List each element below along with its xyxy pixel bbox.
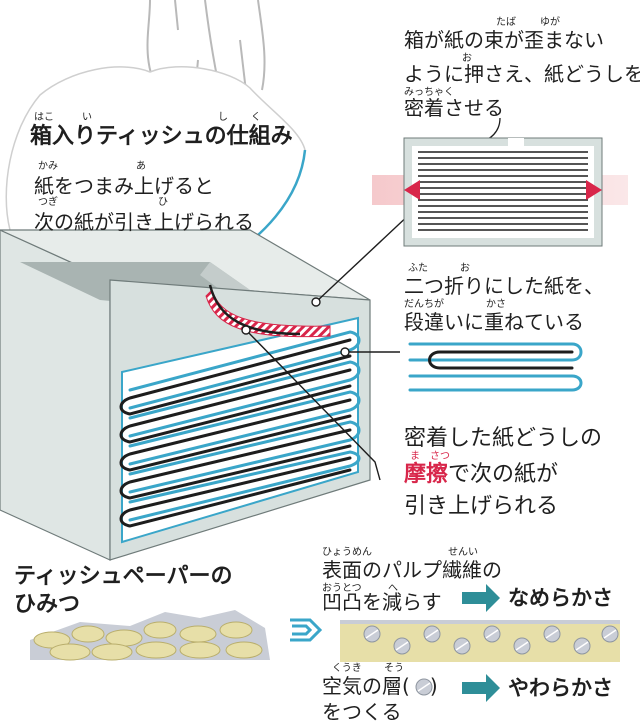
bottom-line-3-text: 空気の層( (322, 674, 410, 698)
callout-low-line-2-rest: で次の紙が (448, 462, 559, 487)
callout-mid-line-2: 段違いに重ねている (404, 310, 584, 334)
line-ruby: あ (136, 161, 146, 172)
line-ruby: そう (384, 663, 404, 674)
callout-top-line-2: ように押さえ、紙どうしを (404, 62, 640, 86)
smooth-fiber-illustration (340, 620, 620, 662)
bottom-line-3: 空気の層() (322, 676, 438, 696)
line-ruby: かみ (38, 161, 58, 172)
result-arrow-icon (462, 674, 500, 702)
callout-low-line-3: 引き上げられる (404, 494, 559, 519)
callout-ruby: だんちが (404, 299, 444, 310)
result-softness: やわらかさ (508, 676, 613, 700)
callout-ruby: さつ (430, 451, 450, 462)
main-line-2: 次の紙が引き上げられる (34, 210, 254, 234)
rough-fiber-illustration (30, 610, 270, 661)
line-ruby: つぎ (38, 197, 58, 208)
callout-low-line-1: 密着した紙どうしの (404, 426, 603, 451)
bottom-line-1: 表面のパルプ繊維の (322, 558, 502, 582)
air-bubble-icon (415, 678, 433, 696)
page-title: 箱入りティッシュの仕組み (30, 124, 293, 149)
callout-ruby: お (462, 53, 472, 64)
folded-sheets-inset (408, 342, 583, 392)
callout-ruby: ゆが (540, 17, 560, 28)
line-ruby: へ (388, 583, 398, 594)
line-ruby: おうとつ (322, 583, 362, 594)
callout-top-line-3: 密着させる (404, 96, 504, 120)
folded-sheets-stack (119, 330, 361, 528)
title-ruby: く (251, 112, 261, 123)
callout-ruby: かさ (486, 299, 506, 310)
line-ruby: ひょうめん (322, 547, 372, 558)
callout-low-line-2: 摩擦で次の紙が (404, 464, 558, 486)
friction-area (205, 289, 331, 338)
pressed-stack-inset (372, 117, 628, 247)
friction-word: 摩擦 (404, 462, 449, 487)
bottom-line-2: 凹凸を減らす (322, 590, 442, 614)
line-ruby: くうき (332, 663, 362, 674)
result-smoothness: なめらかさ (508, 586, 613, 610)
title-ruby: はこ (34, 112, 54, 123)
main-line-1: 紙をつまみ上げると (34, 174, 214, 198)
line-ruby: せんい (448, 547, 478, 558)
callout-top-line-1: 箱が紙の束が歪まない (404, 28, 604, 52)
title-ruby: し (218, 112, 228, 123)
transform-arrow-icon (290, 618, 323, 642)
callout-ruby: お (460, 263, 470, 274)
callout-ruby: たば (496, 17, 516, 28)
title-ruby: い (82, 112, 92, 123)
callout-mid-line-1: 二つ折りにした紙を、 (404, 274, 604, 298)
bottom-line-3-end: ) (429, 674, 438, 698)
callout-ruby: ふた (408, 263, 428, 274)
bottom-line-4: をつくる (322, 700, 402, 724)
result-arrow-icon (462, 584, 500, 612)
line-ruby: ひ (158, 197, 168, 208)
callout-ruby: みっちゃく (404, 87, 454, 98)
callout-ruby: ま (410, 451, 420, 462)
secret-line-2: ひみつ (14, 592, 81, 617)
secret-line-1: ティッシュペーパーの (14, 564, 233, 589)
